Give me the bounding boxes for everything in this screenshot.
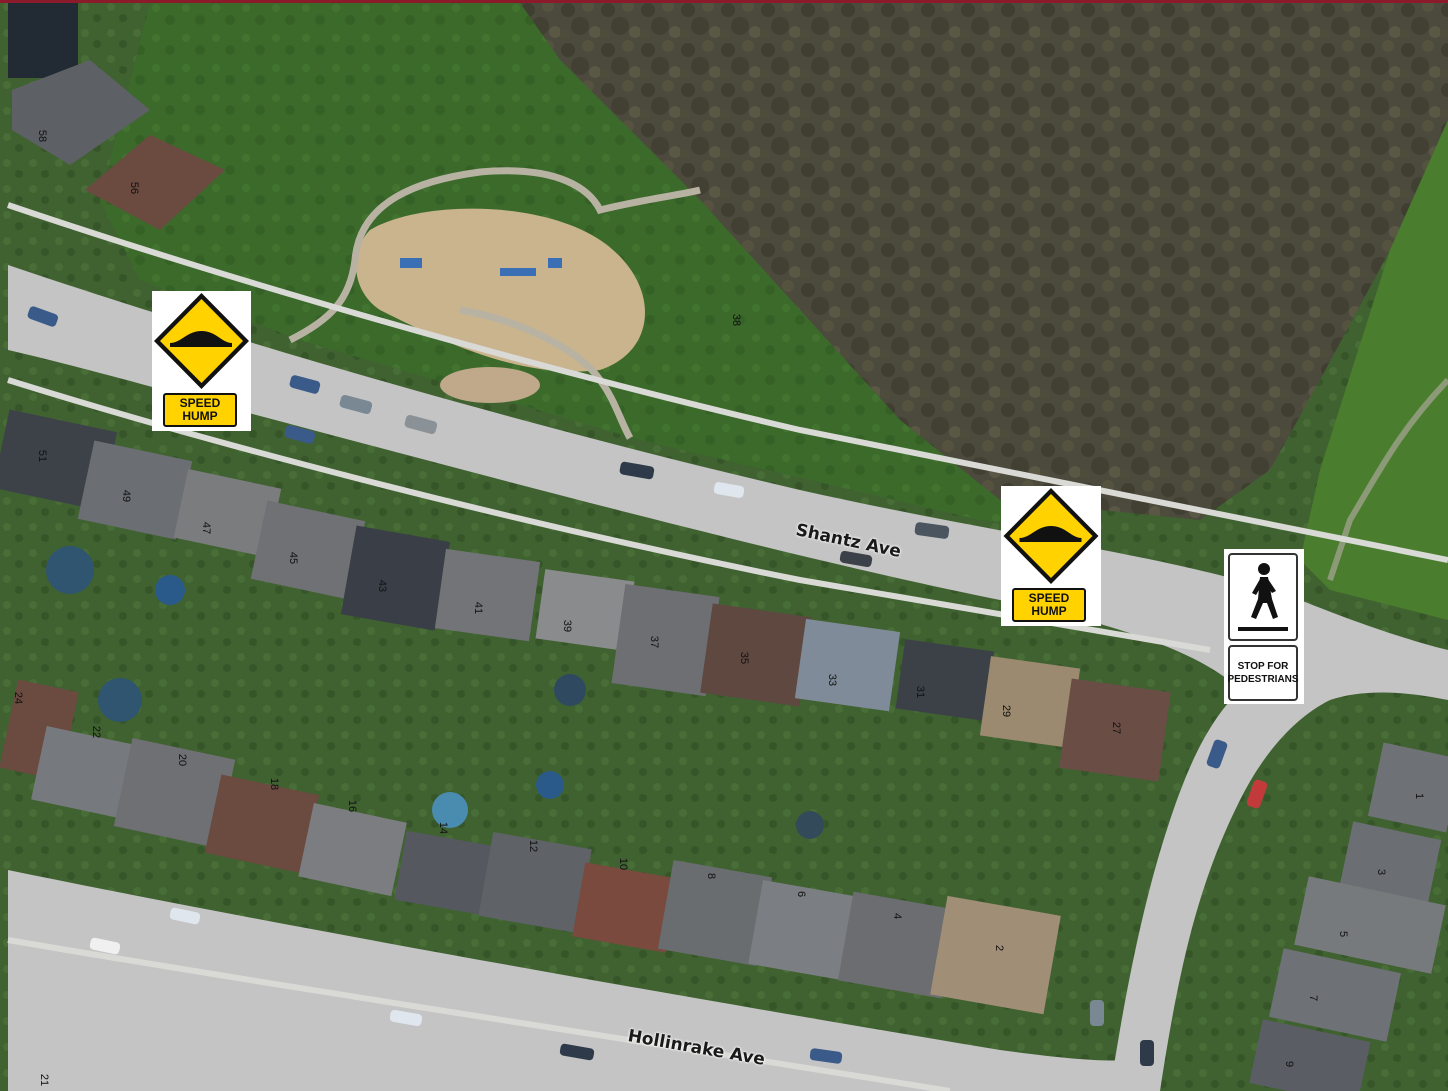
house-number: 7 <box>1307 994 1320 1002</box>
house-number: 1 <box>1413 792 1426 800</box>
house-number: 33 <box>826 673 839 687</box>
speed-hump-line1: SPEED <box>1028 591 1070 605</box>
house-number: 5 <box>1337 930 1350 938</box>
play-equipment <box>400 258 422 268</box>
wooded-area <box>520 3 1448 520</box>
house-number: 22 <box>90 725 103 739</box>
sand-pit <box>440 367 540 403</box>
house-number: 8 <box>705 872 718 880</box>
house-number: 4 <box>891 912 904 920</box>
house-number: 39 <box>561 619 574 633</box>
house-number: 12 <box>527 839 540 853</box>
house-number: 21 <box>38 1073 51 1087</box>
green-strip <box>1300 120 1448 620</box>
shantz-ave-sidewalk <box>7 202 1448 563</box>
pedestrian-sign-line1: STOP FOR <box>1237 661 1289 672</box>
speed-hump-sign[interactable]: SPEED HUMP <box>1001 486 1101 626</box>
house-number: 51 <box>36 449 49 463</box>
stop-for-pedestrians-plate: STOP FOR PEDESTRIANS <box>1227 645 1299 701</box>
house-number: 20 <box>176 753 189 767</box>
pedestrian-crossing-sign[interactable]: STOP FOR PEDESTRIANS <box>1224 549 1304 704</box>
pedestrian-sign-line2: PEDESTRIANS <box>1227 674 1299 685</box>
speed-hump-plate: SPEED HUMP <box>1012 588 1086 622</box>
house-number: 38 <box>730 313 743 327</box>
house-number: 14 <box>437 821 450 835</box>
houses <box>0 60 1448 1091</box>
hollinrake-ave-road <box>8 870 1130 1091</box>
house-number: 45 <box>287 551 300 565</box>
pool-area <box>8 3 78 78</box>
house-number: 43 <box>376 579 389 593</box>
house-number: 16 <box>346 799 359 813</box>
speed-hump-line1: SPEED <box>179 396 221 410</box>
speed-hump-icon <box>1003 488 1099 584</box>
pedestrian-panel <box>1228 553 1298 641</box>
pedestrian-icon <box>1238 563 1288 631</box>
speed-hump-plate: SPEED HUMP <box>163 393 237 427</box>
speed-hump-icon <box>154 293 249 389</box>
park-path <box>459 306 634 440</box>
house-number: 29 <box>1000 704 1013 718</box>
cars <box>27 306 1268 1066</box>
house-number: 3 <box>1375 868 1388 876</box>
house-number: 49 <box>120 489 133 503</box>
park-path <box>288 167 701 344</box>
hollinrake-ave-sidewalk <box>7 937 951 1091</box>
house-number: 31 <box>914 685 927 699</box>
house-number: 9 <box>1283 1060 1296 1068</box>
speed-hump-line2: HUMP <box>182 409 218 423</box>
speed-hump-line2: HUMP <box>1031 604 1067 618</box>
play-equipment <box>500 268 536 276</box>
house-number: 56 <box>128 181 141 195</box>
frame-top <box>0 0 1448 3</box>
house-number: 2 <box>993 944 1006 952</box>
house-number: 41 <box>472 601 485 615</box>
house-number: 10 <box>617 857 630 871</box>
play-equipment <box>548 258 562 268</box>
house-number: 6 <box>795 890 808 898</box>
speed-hump-sign[interactable]: SPEED HUMP <box>152 291 251 431</box>
shantz-ave-sidewalk <box>7 377 1211 653</box>
house-number: 24 <box>12 691 25 705</box>
trail <box>1327 377 1448 581</box>
house-number: 35 <box>738 651 751 665</box>
house-number: 47 <box>200 521 213 535</box>
house-number: 27 <box>1110 721 1123 735</box>
playground <box>356 208 645 372</box>
house-number: 18 <box>268 777 281 791</box>
house-number: 58 <box>36 129 49 143</box>
house-number: 37 <box>648 635 661 649</box>
